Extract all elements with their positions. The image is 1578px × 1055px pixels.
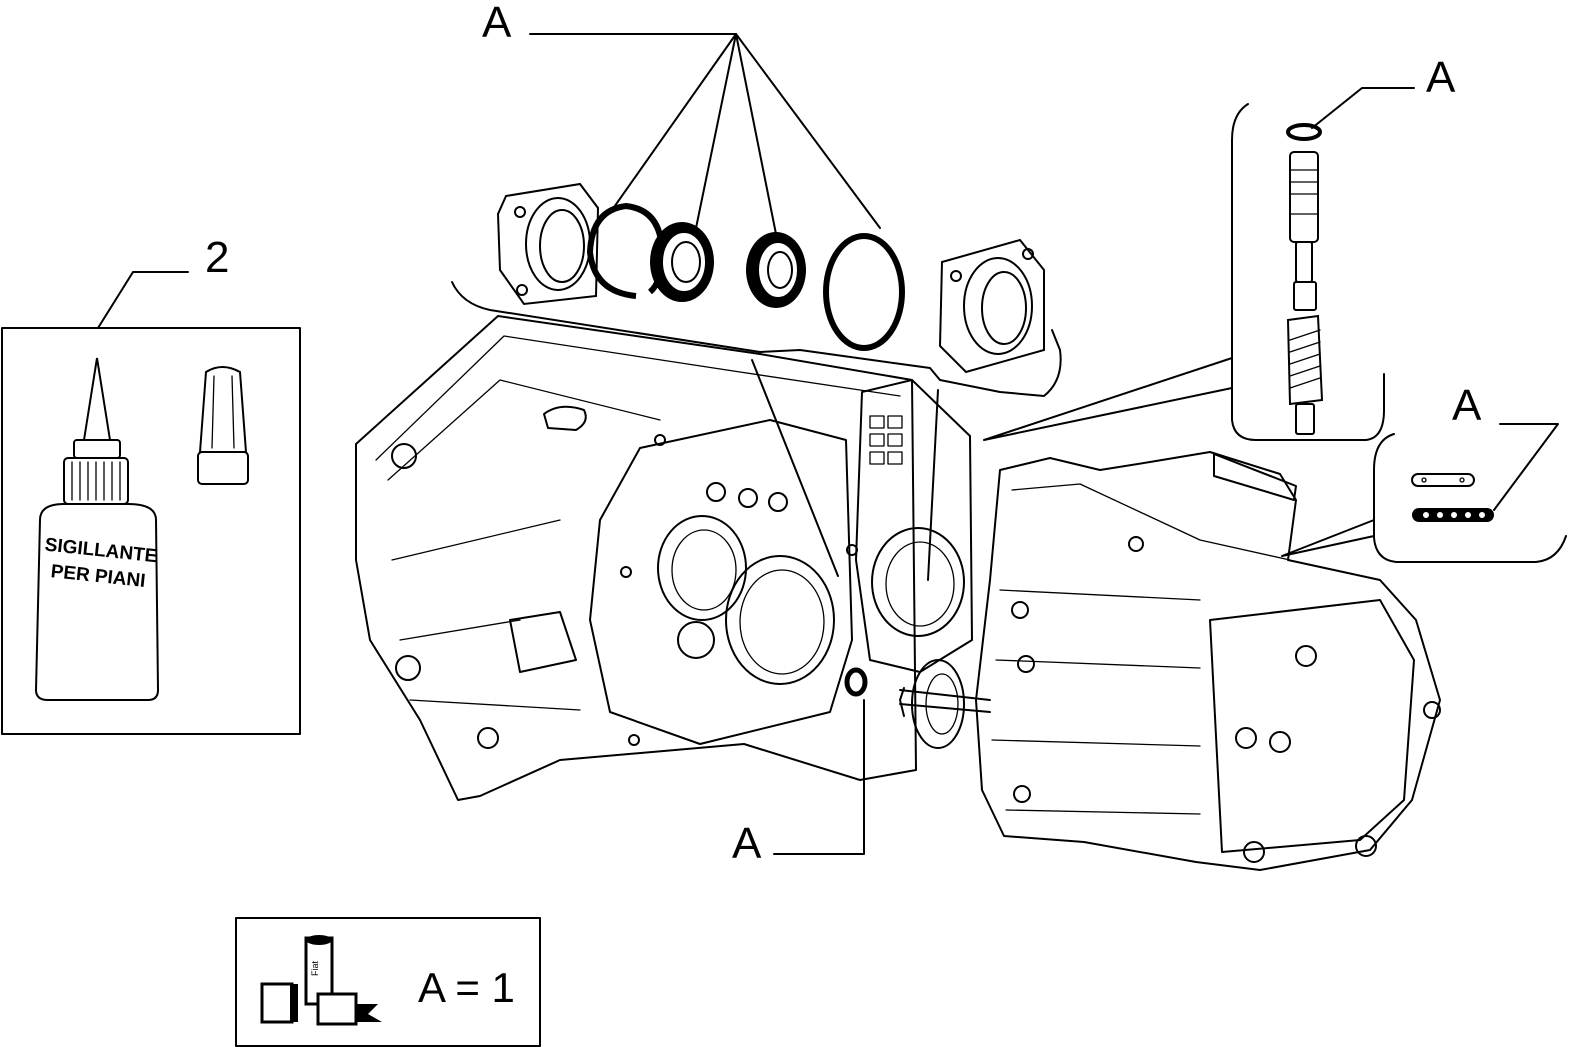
callout-label-plates: A bbox=[1452, 381, 1482, 430]
plates-inset-outline bbox=[1373, 433, 1567, 563]
callout-label-2: 2 bbox=[205, 233, 229, 282]
speedo-inset-outline bbox=[1231, 103, 1385, 441]
sealant-group: 2 SIGILLANTE PER PIANI bbox=[1, 233, 301, 735]
kit-brand-text: Fiat bbox=[310, 960, 320, 976]
bearing-flange-left-icon bbox=[496, 182, 600, 306]
callout-label-lower: A bbox=[732, 819, 762, 868]
speedo-inset-group: A bbox=[983, 53, 1456, 441]
seals-tray-outline bbox=[451, 281, 1062, 397]
kit-legend: Fiat A = 1 bbox=[235, 917, 541, 1047]
sealant-cap-icon bbox=[197, 366, 249, 485]
callout-leader-2 bbox=[97, 271, 189, 329]
gear-icon bbox=[899, 659, 991, 749]
sealant-box bbox=[1, 327, 301, 735]
lower-oring-callout-group: A bbox=[732, 699, 865, 868]
legend-box bbox=[235, 917, 541, 1047]
callout-label-top-seals: A bbox=[482, 0, 512, 47]
sealant-tube-icon: SIGILLANTE PER PIANI bbox=[34, 357, 160, 701]
small-o-ring-icon bbox=[844, 667, 868, 697]
gearbox-housing-icon bbox=[355, 315, 1441, 871]
top-seals-group: A bbox=[451, 0, 1062, 397]
repair-kit-icon: Fiat bbox=[260, 935, 382, 1026]
bearing-flange-right-icon bbox=[938, 238, 1045, 374]
large-o-ring-icon bbox=[823, 233, 905, 351]
callout-label-speedo: A bbox=[1426, 53, 1456, 102]
speedo-shaft-icon bbox=[1286, 123, 1324, 435]
snap-ring-icon bbox=[586, 202, 666, 299]
plates-inset-group: A bbox=[1281, 381, 1567, 563]
shim-plate-icon bbox=[1411, 473, 1475, 487]
lock-plate-icon bbox=[1412, 508, 1494, 522]
oil-seal-2-icon bbox=[746, 232, 806, 308]
oil-seal-1-icon bbox=[650, 222, 714, 302]
legend-equation: A = 1 bbox=[418, 964, 515, 1011]
